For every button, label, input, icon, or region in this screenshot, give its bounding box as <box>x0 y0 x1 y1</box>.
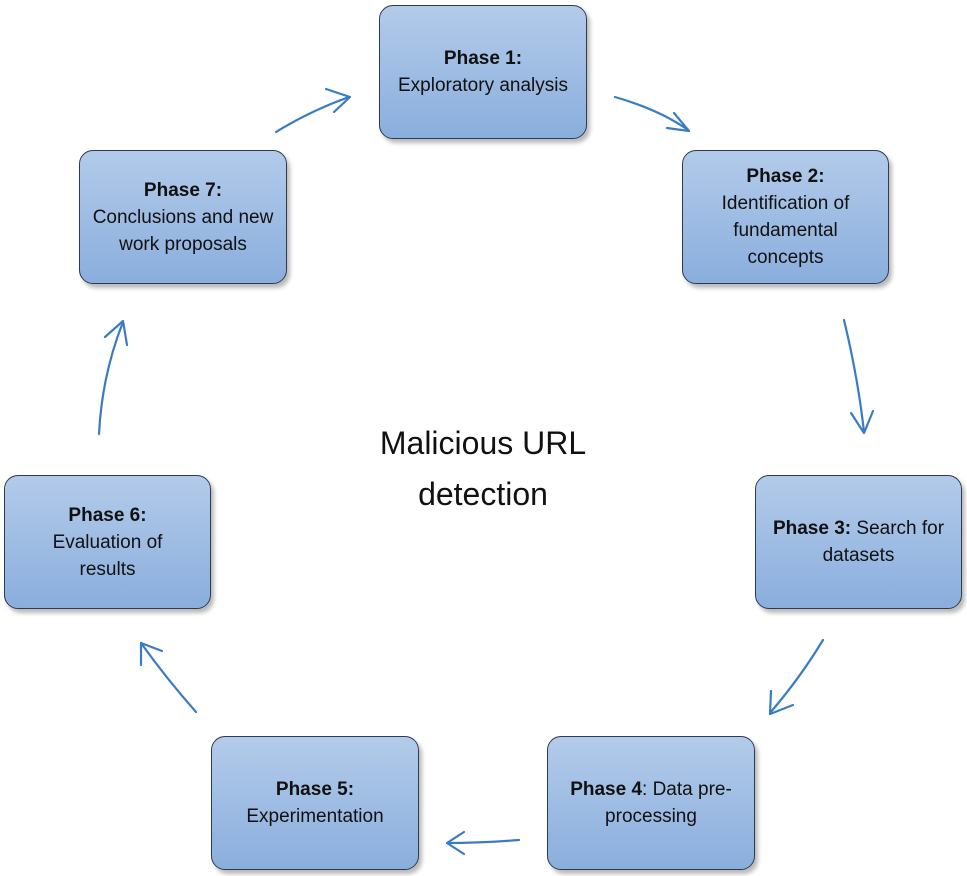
phase-7-label: Phase 7: <box>143 179 223 201</box>
phase-2-description: Identification of fundamental concepts <box>721 193 850 268</box>
phase-6-text: Phase 6: Evaluation of results <box>13 502 202 583</box>
phase-5-box: Phase 5: Experimentation <box>211 736 419 870</box>
phase-3-description: Search for datasets <box>822 518 945 566</box>
phase-2-box: Phase 2: Identification of fundamental c… <box>682 150 889 284</box>
phase-2-label: Phase 2: <box>746 166 825 187</box>
phase-6-label: Phase 6: <box>68 504 147 526</box>
arrow-5-to-6 <box>139 641 198 714</box>
phase-5-text: Phase 5: Experimentation <box>246 776 383 830</box>
phase-1-label: Phase 1: <box>443 48 523 69</box>
phase-3-label: Phase 3: <box>772 518 852 539</box>
phase-1-text: Phase 1: Exploratory analysis <box>398 45 568 99</box>
phase-3-text: Phase 3: Search for datasets <box>764 515 953 569</box>
phase-5-label: Phase 5: <box>275 779 355 800</box>
arrow-7-to-1 <box>274 87 352 134</box>
phase-1-description: Exploratory analysis <box>397 75 569 96</box>
arrow-1-to-2 <box>613 95 691 133</box>
phase-4-text: Phase 4: Data pre-processing <box>556 776 746 830</box>
phase-3-box: Phase 3: Search for datasets <box>755 475 962 609</box>
phase-7-description: Conclusions and new work proposals <box>92 206 274 255</box>
center-title: Malicious URL detection <box>379 425 587 512</box>
arrow-4-to-5 <box>445 830 521 856</box>
arrow-6-to-7 <box>97 319 129 436</box>
phase-5-description: Experimentation <box>246 806 384 827</box>
phase-7-text: Phase 7: Conclusions and new work propos… <box>88 177 278 258</box>
phase-6-description: Evaluation of results <box>52 531 163 580</box>
phase-7-box: Phase 7: Conclusions and new work propos… <box>79 150 287 284</box>
phase-4-label: Phase 4 <box>570 779 643 800</box>
phase-4-description: : Data pre-processing <box>605 779 732 827</box>
arrow-2-to-3 <box>842 318 875 435</box>
phase-1-box: Phase 1: Exploratory analysis <box>379 5 587 139</box>
arrow-3-to-4 <box>768 638 825 716</box>
phase-2-text: Phase 2: Identification of fundamental c… <box>691 163 880 271</box>
phase-4-box: Phase 4: Data pre-processing <box>547 736 755 870</box>
phase-6-box: Phase 6: Evaluation of results <box>4 475 211 609</box>
